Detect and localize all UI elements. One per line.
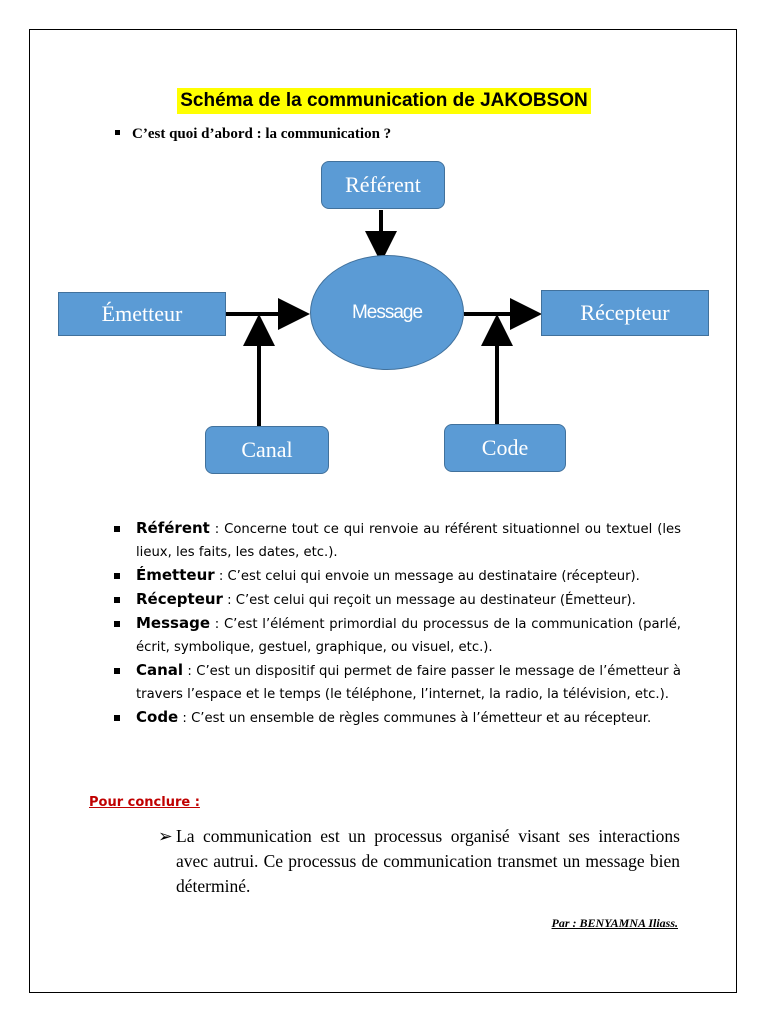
definition-sep: : [178,711,192,726]
signature: Par : BENYAMNA Iliass. [551,916,678,930]
definition-item: Émetteur : C’est celui qui envoie un mes… [113,564,681,588]
definition-sep: : [210,617,224,632]
definition-text: C’est un ensemble de règles communes à l… [191,711,652,726]
definition-item: Canal : C’est un dispositif qui permet d… [113,659,681,706]
square-bullet-icon [114,715,120,721]
arrow-bullet-icon: ➢ [158,826,173,846]
definition-term: Code [136,708,179,726]
definition-text: C’est un dispositif qui permet de faire … [136,664,682,702]
definition-item: Référent : Concerne tout ce qui renvoie … [113,517,681,564]
code-box: Code [444,424,566,472]
definition-sep: : [209,522,225,537]
title-wrap: Schéma de la communication de JAKOBSON [0,88,768,114]
square-bullet-icon [114,668,120,674]
conclude-heading: Pour conclure : [89,795,200,810]
definition-text: C’est celui qui reçoit un message au des… [235,593,636,608]
definition-item: Code : C’est un ensemble de règles commu… [113,706,681,730]
definition-sep: : [214,569,228,584]
square-bullet-icon [115,130,120,136]
question: C’est quoi d’abord : la communication ? [115,126,391,143]
conclusion: ➢ La communication est un processus orga… [158,824,680,899]
definition-term: Récepteur [136,590,223,608]
definition-term: Message [136,614,210,632]
definition-sep: : [183,664,197,679]
definitions-list: Référent : Concerne tout ce qui renvoie … [113,517,681,730]
message-ellipse: Message [310,255,464,370]
emetteur-box: Émetteur [58,292,226,336]
definition-item: Récepteur : C’est celui qui reçoit un me… [113,588,681,612]
square-bullet-icon [114,526,120,532]
square-bullet-icon [114,597,120,603]
definition-sep: : [222,593,236,608]
definition-text: Concerne tout ce qui renvoie au référent… [136,522,682,560]
diagram-arrows [226,210,542,428]
page-title: Schéma de la communication de JAKOBSON [177,88,591,114]
definition-term: Émetteur [136,566,215,584]
square-bullet-icon [114,621,120,627]
definition-text: C’est l’élément primordial du processus … [136,617,681,655]
definition-text: C’est celui qui envoie un message au des… [227,569,640,584]
question-text: C’est quoi d’abord : la communication ? [132,126,392,142]
definition-term: Référent [136,519,210,537]
recepteur-box: Récepteur [541,290,709,336]
definition-term: Canal [136,661,184,679]
definition-item: Message : C’est l’élément primordial du … [113,612,681,659]
square-bullet-icon [114,573,120,579]
conclusion-text: La communication est un processus organi… [176,826,680,896]
canal-box: Canal [205,426,329,474]
referent-box: Référent [321,161,445,209]
page-border [29,29,737,993]
